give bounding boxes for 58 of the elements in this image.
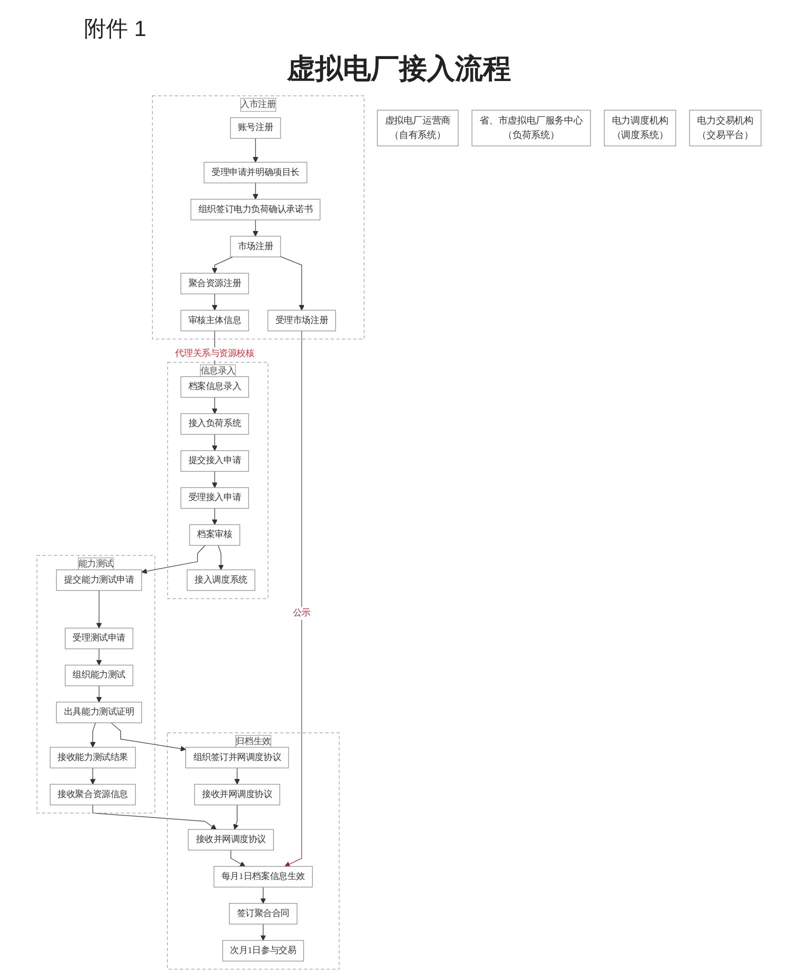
node-box: 签订聚合合同 bbox=[229, 903, 298, 924]
node-box: 受理测试申请 bbox=[64, 628, 134, 650]
node-box: 账号注册 bbox=[230, 117, 281, 139]
node-box: 受理接入申请 bbox=[180, 487, 249, 509]
arrow bbox=[141, 545, 206, 574]
arrow bbox=[96, 590, 102, 628]
node-box: 提交能力测试申请 bbox=[56, 570, 142, 591]
diagram-title: 虚拟电厂接入流程 bbox=[286, 52, 512, 87]
node-box: 组织能力测试 bbox=[64, 664, 134, 686]
arrow bbox=[110, 722, 186, 752]
arrow bbox=[92, 804, 217, 830]
node-box: 市场注册 bbox=[230, 236, 281, 258]
page-note: 附件 1 bbox=[84, 15, 146, 43]
arrow bbox=[212, 256, 233, 274]
arrow bbox=[212, 434, 218, 451]
arrow bbox=[212, 471, 218, 488]
node-box: 次月1日参与交易 bbox=[222, 940, 304, 962]
arrow bbox=[96, 686, 102, 702]
node-box: 接收并网调度协议 bbox=[194, 784, 280, 806]
node-box: 接收聚合资源信息 bbox=[50, 784, 136, 806]
arrow bbox=[252, 182, 258, 200]
edge-label: 代理关系与资源校核 bbox=[175, 349, 254, 358]
node-box: 接收能力测试结果 bbox=[50, 746, 136, 768]
arrow bbox=[218, 545, 224, 570]
arrow bbox=[260, 886, 266, 904]
node-box: 电力调度机构 （调度系统） bbox=[604, 110, 676, 146]
arrow bbox=[252, 138, 258, 162]
arrow bbox=[284, 330, 302, 867]
node-box: 档案信息录入 bbox=[180, 376, 249, 398]
arrow bbox=[280, 256, 304, 310]
arrow bbox=[252, 220, 258, 236]
node-box: 省、市虚拟电厂服务中心 （负荷系统） bbox=[472, 110, 591, 146]
arrow bbox=[212, 397, 218, 414]
edge-label: 公示 bbox=[292, 608, 311, 618]
arrow bbox=[212, 508, 218, 525]
node-box: 受理申请并明确项目长 bbox=[204, 162, 308, 184]
node-box: 审核主体信息 bbox=[180, 310, 249, 332]
node-box: 接入负荷系统 bbox=[180, 413, 249, 435]
arrow bbox=[260, 924, 266, 941]
node-box: 档案审核 bbox=[189, 524, 240, 546]
node-box: 聚合资源注册 bbox=[180, 272, 249, 294]
arrow bbox=[230, 850, 246, 867]
node-box: 提交接入申请 bbox=[180, 450, 249, 472]
arrow bbox=[90, 722, 96, 748]
node-box: 受理市场注册 bbox=[268, 310, 336, 332]
arrow bbox=[212, 294, 218, 310]
node-box: 虚拟电厂运营商 （自有系统） bbox=[376, 110, 458, 146]
node-box: 每月1日档案信息生效 bbox=[214, 866, 313, 888]
node-box: 组织签订电力负荷确认承诺书 bbox=[190, 198, 320, 220]
arrow bbox=[90, 768, 96, 784]
node-box: 出具能力测试证明 bbox=[56, 702, 142, 724]
arrow bbox=[233, 804, 239, 830]
arrow bbox=[96, 648, 102, 666]
node-box: 组织签订并网调度协议 bbox=[185, 746, 289, 768]
node-box: 接收并网调度协议 bbox=[188, 829, 274, 850]
arrow bbox=[234, 768, 240, 784]
node-box: 接入调度系统 bbox=[186, 570, 256, 591]
node-box: 电力交易机构 （交易平台） bbox=[689, 110, 762, 146]
